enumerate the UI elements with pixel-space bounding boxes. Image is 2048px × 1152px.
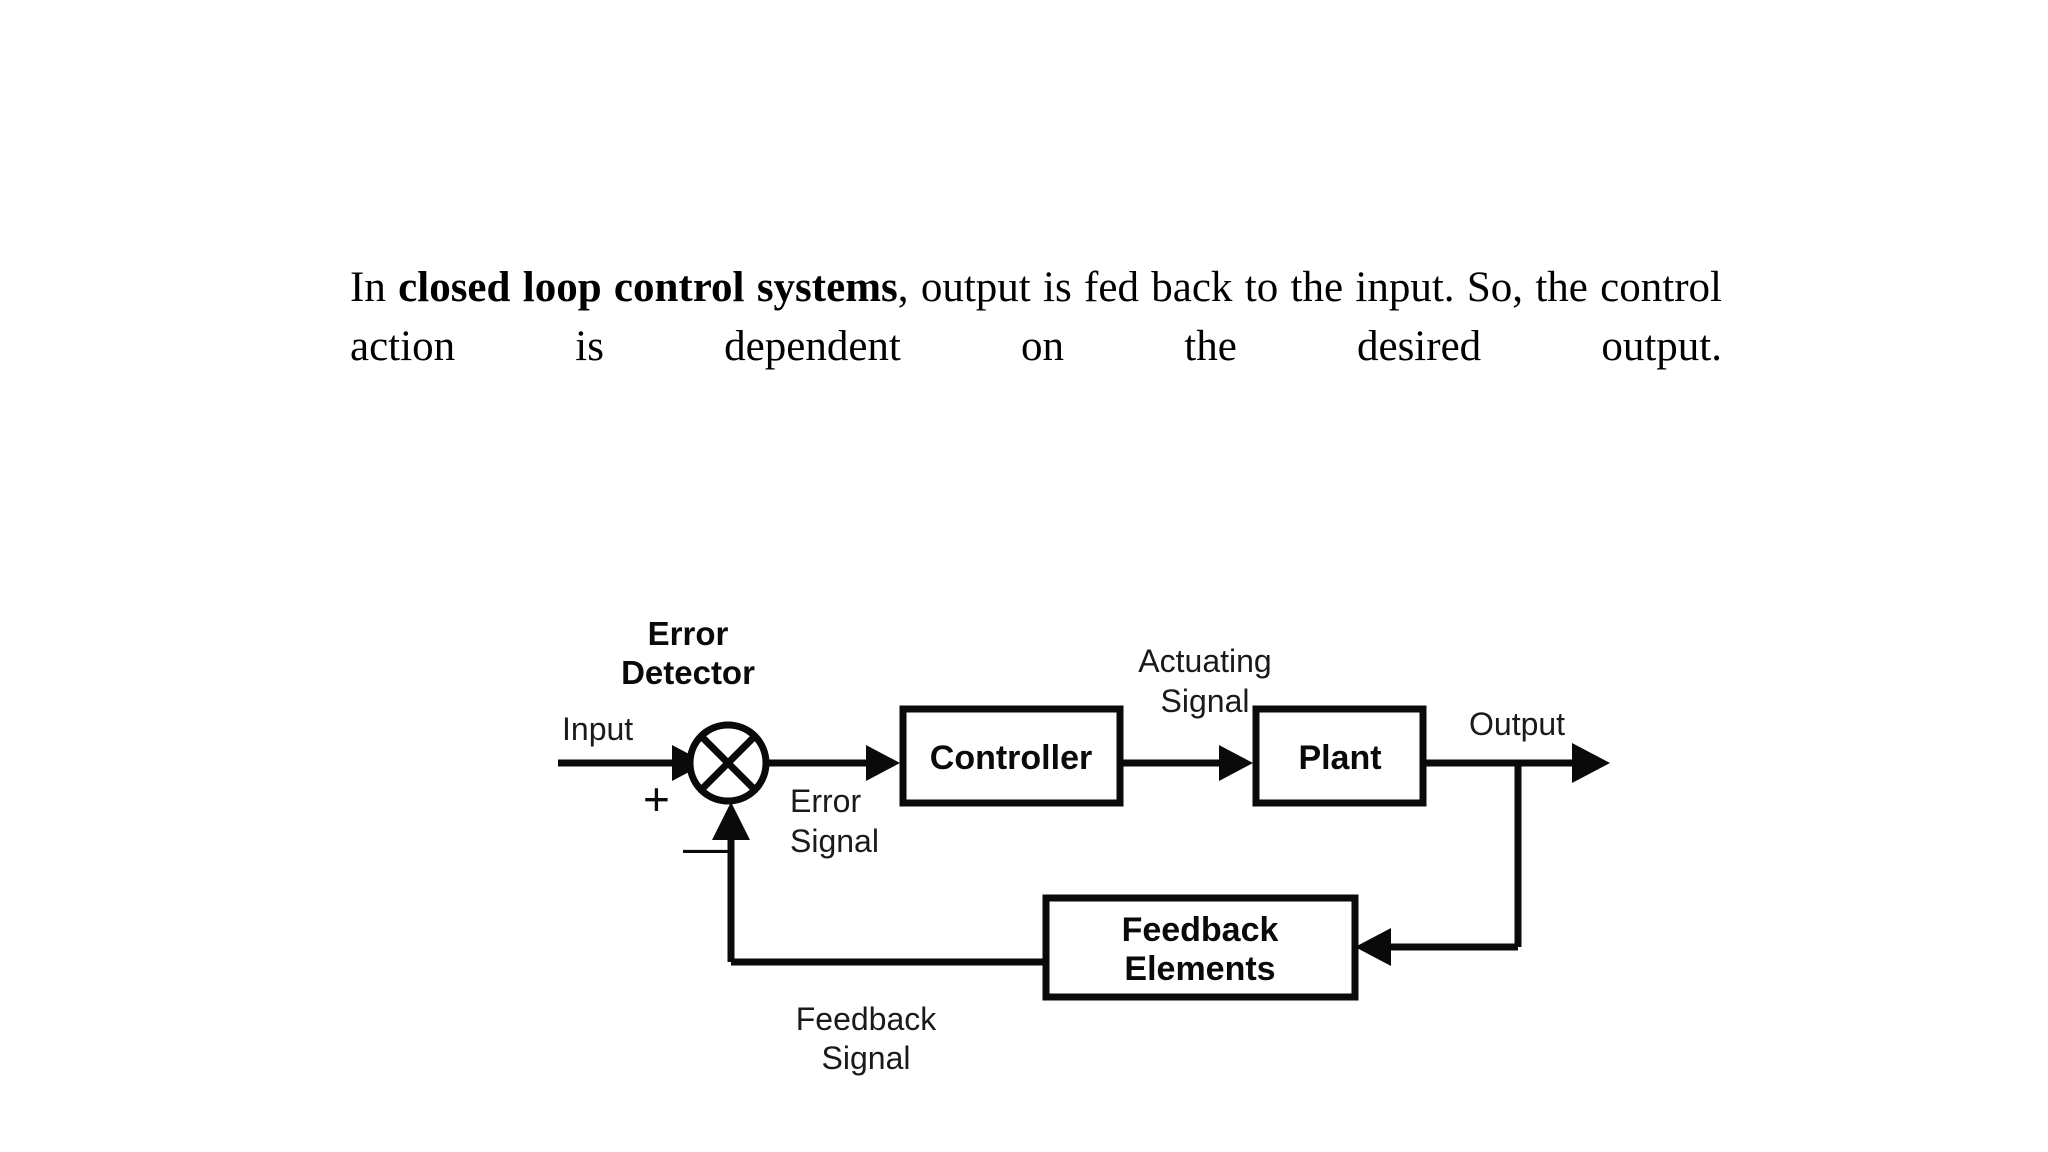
paragraph-lead-in: In [350,264,399,311]
output-label: Output [1469,706,1565,742]
controller-block[interactable] [899,705,1124,807]
paragraph-block: In closed loop control systems, output i… [350,258,1722,435]
error-detector-label-line2: Detector [621,654,755,691]
feedback-signal-label-line2: Signal [822,1040,911,1076]
feedback-return-arrowhead [712,802,750,840]
summing-junction-cross-2 [698,733,758,793]
error-signal-label-line1: Error [790,783,861,819]
error-signal-label-line2: Signal [790,823,879,859]
page-title: In closed loop control systems, output i… [350,258,1722,435]
error-detector-label-line1: Error [648,615,729,652]
paragraph-remainder: , output is fed back to the input. So, t… [350,264,1722,370]
actuating-signal-arrowhead [1219,745,1253,781]
error-signal-arrowhead [866,745,900,781]
feedback-entry-arrowhead [1355,928,1391,966]
paragraph-bold-term: closed loop control systems [398,264,898,311]
actuating-signal-label-line2: Signal [1161,683,1250,719]
controller-label: Controller [930,739,1092,777]
feedback-elements-label-line1: Feedback [1122,911,1279,949]
plant-label: Plant [1298,739,1381,777]
actuating-signal-label-line1: Actuating [1138,643,1271,679]
feedback-elements-label-line2: Elements [1124,950,1275,988]
plus-sign-label: + [643,773,670,825]
feedback-elements-block[interactable] [1042,894,1359,1001]
input-label: Input [562,711,633,747]
feedback-signal-label-line1: Feedback [796,1001,938,1037]
output-arrowhead [1572,743,1610,783]
plant-block[interactable] [1252,705,1427,807]
